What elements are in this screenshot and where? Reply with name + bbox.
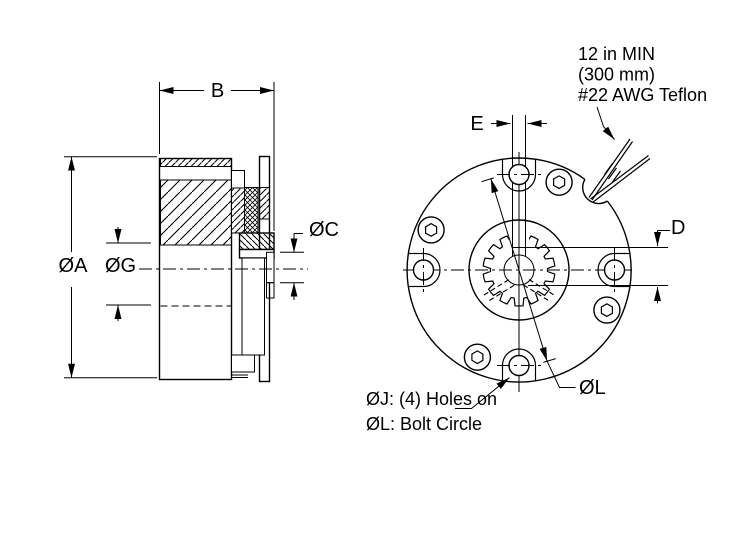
leader-arrow (602, 126, 615, 140)
hub-flange-section (238, 232, 275, 251)
outer-circle (406, 157, 632, 383)
pilot-boss-lower (266, 282, 275, 299)
counterbore-arc (597, 252, 615, 288)
pressure-plate-hatch (259, 187, 270, 220)
leader-line (546, 360, 576, 388)
dim-label-ol: ØL (579, 377, 606, 399)
front-view: ØL E D 12 in MIN (300 mm) (366, 44, 707, 434)
screw-head (593, 296, 621, 324)
wire-tie (604, 163, 613, 175)
hex-socket-icon (471, 350, 484, 365)
counterbore-arc (501, 174, 537, 192)
wire-note-line3: #22 AWG Teflon (578, 85, 707, 105)
shell-rim-hatch (160, 158, 232, 167)
dimension-oa: ØA (59, 156, 157, 379)
cable-exit-notch (582, 179, 608, 205)
hidden-spline-lines (483, 279, 555, 301)
hex-socket-icon (553, 175, 566, 190)
socket-screws (417, 168, 621, 371)
counterbore-arc (501, 348, 537, 366)
armature-hatch (231, 187, 245, 234)
wire (592, 158, 651, 203)
dim-label-d: D (671, 217, 685, 239)
screw-head (417, 216, 445, 244)
leader-arrow (471, 377, 510, 409)
dim-arrow (518, 269, 548, 362)
spline-teeth (482, 233, 556, 307)
bolt-holes (408, 159, 630, 381)
hex-socket-icon (600, 303, 613, 318)
dimension-d: D (654, 217, 685, 304)
holes-note-line1: ØJ: (4) Holes on (366, 389, 497, 409)
wire-tie (608, 167, 617, 180)
pilot-boss (266, 251, 275, 284)
dim-label-b: B (211, 80, 224, 102)
holes-note: ØJ: (4) Holes on ØL: Bolt Circle (366, 377, 510, 434)
keyway (512, 115, 526, 257)
dimension-b: B (159, 80, 275, 231)
dimension-ol: ØL (481, 177, 606, 399)
hub-sleeve (241, 257, 265, 356)
wire-note-line1: 12 in MIN (578, 44, 655, 64)
wire (591, 141, 633, 201)
dim-label-og: ØG (105, 255, 136, 277)
dimension-e: E (470, 113, 547, 135)
dim-arrow (490, 178, 520, 271)
friction-disc-section (244, 187, 259, 234)
dim-label-oa: ØA (59, 255, 89, 277)
bolt-circle-tick (481, 177, 495, 183)
bolt-circle-tick (543, 357, 557, 363)
dimension-og: ØG (105, 227, 151, 321)
dim-label-oc: ØC (309, 219, 339, 241)
lead-wires (588, 138, 651, 203)
wire-note: 12 in MIN (300 mm) #22 AWG Teflon (578, 44, 707, 140)
screw-head (545, 168, 573, 196)
lower-step-block (231, 354, 255, 373)
dim-label-e: E (470, 113, 483, 135)
coil-section-hatch (160, 179, 232, 246)
wire-tie (612, 170, 621, 183)
holes-note-line2: ØL: Bolt Circle (366, 414, 482, 434)
hex-socket-icon (425, 222, 438, 237)
counterbore-arc (423, 252, 441, 288)
screw-head (463, 343, 492, 371)
wire (590, 155, 649, 200)
dimension-oc: ØC (280, 219, 339, 300)
side-view: B ØA ØG ØC (59, 80, 339, 383)
leader-line (596, 106, 604, 127)
wire-note-line2: (300 mm) (578, 65, 655, 85)
